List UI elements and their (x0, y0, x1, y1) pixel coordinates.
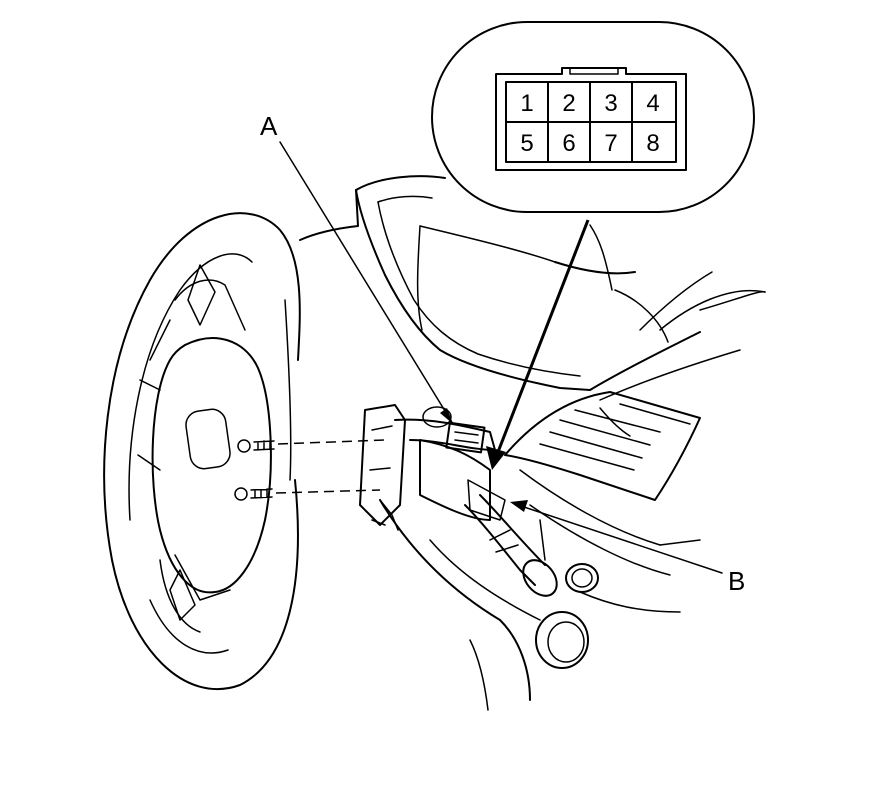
connector-callout: 1 2 3 4 5 6 7 8 (431, 21, 755, 213)
callout-bubble (431, 21, 755, 213)
column-switch-assembly (359, 404, 558, 597)
pin-3: 3 (604, 90, 617, 117)
pin-7: 7 (604, 130, 617, 157)
leader-lines (279, 141, 723, 574)
pin-5: 5 (520, 130, 533, 157)
pin-8: 8 (646, 130, 659, 157)
pin-4: 4 (646, 90, 659, 117)
callout-label-a: A (260, 111, 278, 141)
pin-6: 6 (562, 130, 575, 157)
connector-body (495, 67, 687, 171)
screws (250, 439, 386, 499)
callout-label-b: B (728, 566, 745, 596)
pin-2: 2 (562, 90, 575, 117)
steering-wheel (103, 212, 301, 691)
pin-1: 1 (520, 90, 533, 117)
dashboard (299, 175, 766, 711)
